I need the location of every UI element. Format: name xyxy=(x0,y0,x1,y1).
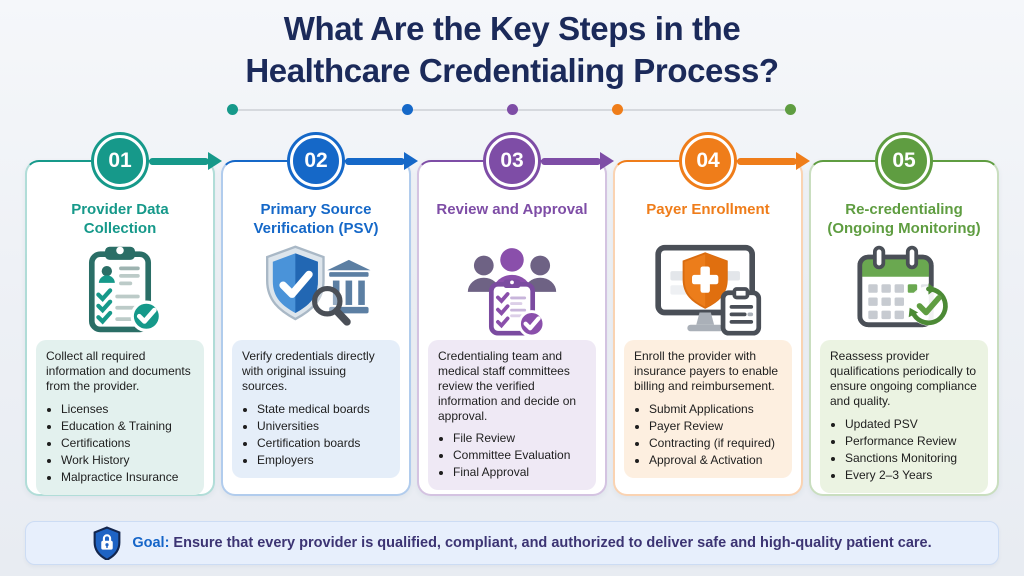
bullet-item: Sanctions Monitoring xyxy=(845,450,979,467)
monitor-shield-icon xyxy=(615,240,801,338)
shield-verification-icon xyxy=(223,240,409,338)
step-details: Collect all required information and doc… xyxy=(36,340,204,495)
shield-lock-icon xyxy=(92,526,122,560)
bullet-item: Final Approval xyxy=(453,464,587,481)
arrow-right-icon xyxy=(541,152,614,170)
step-number: 04 xyxy=(696,149,720,172)
timeline-dot xyxy=(507,104,518,115)
step-card: 05 Re-credentialing (Ongoing Monitoring)… xyxy=(809,135,999,496)
bullet-item: Submit Applications xyxy=(649,401,783,418)
committee-review-icon xyxy=(419,240,605,338)
step-number-badge: 02 xyxy=(290,135,342,187)
step-details: Reassess provider qualifications periodi… xyxy=(820,340,988,493)
goal-text: Goal:Ensure that every provider is quali… xyxy=(132,535,931,551)
bullet-item: Committee Evaluation xyxy=(453,447,587,464)
bullet-item: Updated PSV xyxy=(845,416,979,433)
step-bullet-list: Submit ApplicationsPayer ReviewContracti… xyxy=(634,401,783,469)
step-description: Reassess provider qualifications periodi… xyxy=(830,349,977,408)
bullet-item: Every 2–3 Years xyxy=(845,467,979,484)
step-card: 02 Primary Source Verification (PSV) Ver… xyxy=(221,135,418,496)
bullet-item: State medical boards xyxy=(257,401,391,418)
steps-row: 01 Provider Data Collection Collect all … xyxy=(25,135,999,496)
step-details: Verify credentials directly with origina… xyxy=(232,340,400,478)
step-description: Enroll the provider with insurance payer… xyxy=(634,349,779,393)
step-card: 04 Payer Enrollment Enroll the provider … xyxy=(613,135,810,496)
timeline-dot xyxy=(785,104,796,115)
step-bullet-list: LicensesEducation & TrainingCertificatio… xyxy=(46,401,195,486)
step-number: 02 xyxy=(304,149,328,172)
step-title: Re-credentialing (Ongoing Monitoring) xyxy=(827,201,981,238)
step-number-badge: 05 xyxy=(878,135,930,187)
bullet-item: Licenses xyxy=(61,401,195,418)
arrow-right-icon xyxy=(149,152,222,170)
arrow-right-icon xyxy=(737,152,810,170)
bullet-item: Education & Training xyxy=(61,418,195,435)
bullet-item: Certification boards xyxy=(257,435,391,452)
page-title-line2: Healthcare Credentialing Process? xyxy=(245,51,779,89)
step-number: 01 xyxy=(108,149,132,172)
step-description: Collect all required information and doc… xyxy=(46,349,191,393)
step-number: 03 xyxy=(500,149,524,172)
step-bullet-list: State medical boardsUniversitiesCertific… xyxy=(242,401,391,469)
step-description: Credentialing team and medical staff com… xyxy=(438,349,577,423)
bullet-item: Work History xyxy=(61,452,195,469)
timeline-dot xyxy=(227,104,238,115)
step-title: Primary Source Verification (PSV) xyxy=(253,201,379,238)
goal-sentence: Ensure that every provider is qualified,… xyxy=(173,535,932,551)
arrow-right-icon xyxy=(345,152,418,170)
bullet-item: Contracting (if required) xyxy=(649,435,783,452)
page-title-line1: What Are the Key Steps in the xyxy=(283,10,741,47)
bullet-item: File Review xyxy=(453,430,587,447)
timeline-dot xyxy=(402,104,413,115)
step-number-badge: 01 xyxy=(94,135,146,187)
step-bullet-list: File ReviewCommittee EvaluationFinal App… xyxy=(438,430,587,481)
bullet-item: Certifications xyxy=(61,435,195,452)
step-number-badge: 03 xyxy=(486,135,538,187)
step-title: Provider Data Collection xyxy=(71,201,169,238)
step-details: Enroll the provider with insurance payer… xyxy=(624,340,792,478)
bullet-item: Approval & Activation xyxy=(649,452,783,469)
step-description: Verify credentials directly with origina… xyxy=(242,349,375,393)
bullet-item: Payer Review xyxy=(649,418,783,435)
step-bullet-list: Updated PSVPerformance ReviewSanctions M… xyxy=(830,416,979,484)
goal-label: Goal: xyxy=(132,535,170,551)
clipboard-checklist-icon xyxy=(27,240,213,338)
timeline-dot xyxy=(612,104,623,115)
step-title: Payer Enrollment xyxy=(646,201,770,218)
step-details: Credentialing team and medical staff com… xyxy=(428,340,596,491)
goal-banner: Goal:Ensure that every provider is quali… xyxy=(25,521,999,565)
step-card: 01 Provider Data Collection Collect all … xyxy=(25,135,222,496)
calendar-renewal-icon xyxy=(811,240,997,338)
step-title: Review and Approval xyxy=(436,201,588,218)
step-number-badge: 04 xyxy=(682,135,734,187)
bullet-item: Malpractice Insurance xyxy=(61,469,195,486)
bullet-item: Universities xyxy=(257,418,391,435)
step-card: 03 Review and Approval Credentialing tea… xyxy=(417,135,614,496)
bullet-item: Performance Review xyxy=(845,433,979,450)
bullet-item: Employers xyxy=(257,452,391,469)
step-number: 05 xyxy=(892,149,916,172)
